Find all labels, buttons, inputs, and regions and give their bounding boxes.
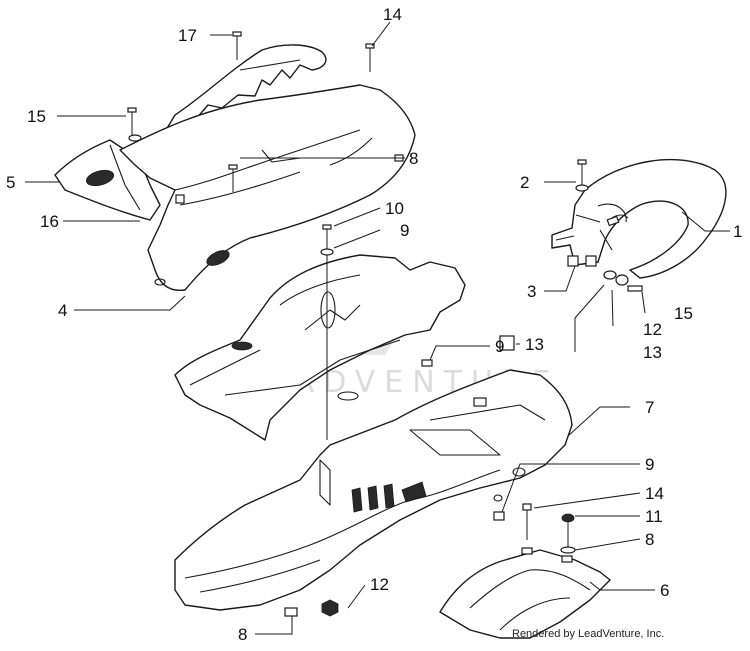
callout-12: 12 [370, 575, 389, 594]
callout-3: 3 [527, 282, 536, 301]
callout-8: 8 [409, 149, 418, 168]
clip-8-lower [284, 607, 298, 617]
callout-5: 5 [6, 173, 15, 192]
washer-13 [603, 270, 643, 292]
callout-12: 12 [643, 320, 662, 339]
bolt-11 [560, 513, 576, 554]
callout-15: 15 [27, 107, 46, 126]
callout-9: 9 [400, 221, 409, 240]
nut-12-lower [321, 599, 339, 617]
callout-10: 10 [385, 199, 404, 218]
callout-4: 4 [58, 301, 67, 320]
callout-8: 8 [238, 625, 247, 644]
callout-13: 13 [525, 335, 544, 354]
callout-14: 14 [645, 484, 664, 503]
leader-lines [25, 21, 730, 635]
clip-9-lower [493, 511, 505, 521]
hardware [127, 31, 643, 617]
callout-11: 11 [645, 507, 663, 526]
callout-9: 9 [495, 337, 504, 356]
callout-16: 16 [40, 212, 59, 231]
part-6-bottom-guard [439, 547, 611, 639]
part-7-lower-tray [174, 369, 573, 611]
bolt-14-upper [365, 43, 375, 72]
bolt-15-left [127, 107, 142, 142]
callout-15: 15 [674, 304, 693, 323]
clip-3 [567, 255, 597, 267]
credit-text: Rendered by LeadVenture, Inc. [512, 628, 664, 640]
callout-labels: 17 14 15 5 8 16 2 1 10 9 4 3 15 12 13 9 … [6, 5, 742, 644]
callout-9: 9 [645, 455, 654, 474]
part-4-body-cover [119, 84, 416, 292]
bolt-10 [320, 224, 334, 440]
clip-9-mid [421, 335, 515, 367]
part-tray-upper [174, 254, 466, 441]
bolt-8-upper [228, 164, 238, 192]
bolt-2 [575, 159, 589, 192]
part-1-rear-mudguard [551, 158, 727, 279]
callout-8: 8 [645, 530, 654, 549]
callout-2: 2 [520, 173, 529, 192]
callout-13: 13 [643, 343, 662, 362]
callout-17: 17 [178, 26, 197, 45]
callout-7: 7 [645, 398, 654, 417]
callout-6: 6 [660, 581, 669, 600]
bolt-17 [232, 31, 242, 60]
bolt-14-lower [522, 503, 532, 540]
callout-1: 1 [733, 222, 742, 241]
callout-14: 14 [383, 5, 402, 24]
